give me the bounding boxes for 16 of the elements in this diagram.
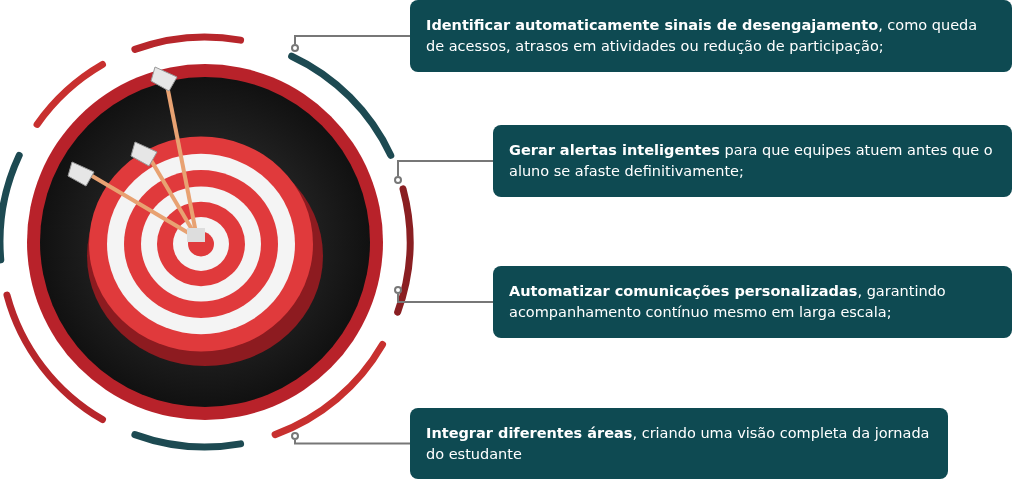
leader-line (294, 35, 411, 45)
leader-dot (291, 432, 299, 440)
callout-text: Gerar alertas inteligentes para que equipes atuem antes que o aluno se afaste definitivamente; (509, 141, 994, 181)
leader-dot (394, 176, 402, 184)
callout-text: Identificar automaticamente sinais de desengajamento, como queda de acessos, atrasos em atividades ou redução de participação; (426, 16, 979, 56)
callout-text: Automatizar comunicações personalizadas, garantindo acompanhamento contínuo mesmo em larga escala; (509, 282, 947, 322)
callout-text: Integrar diferentes áreas, criando uma visão completa da jornada do estudante (426, 423, 931, 464)
leader-dot (394, 286, 402, 294)
leader-dot (291, 44, 299, 52)
callout-box (410, 408, 948, 479)
leader-line (397, 293, 494, 303)
callout-box (493, 125, 1012, 197)
callout-box (410, 0, 1012, 72)
leader-line (294, 439, 411, 445)
callout-box (493, 266, 1012, 338)
leader-line (397, 160, 494, 177)
